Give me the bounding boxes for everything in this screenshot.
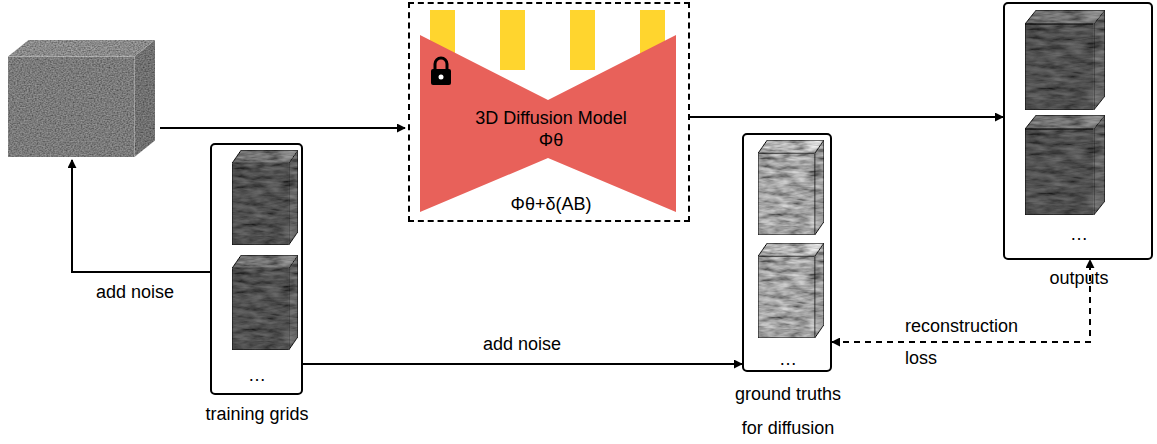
training-cube (232, 255, 298, 350)
input-arrow (160, 127, 405, 129)
yellow-bar (570, 10, 595, 70)
group-label: outputs (1049, 268, 1108, 288)
ground-truth-cube (758, 243, 824, 338)
output-cube (1025, 115, 1105, 215)
group-label: ground truths for diffusion (723, 377, 853, 444)
output-cube (1025, 10, 1105, 110)
ground-truth-cube (758, 140, 824, 235)
noise-cube (8, 40, 155, 157)
hourglass-network (420, 35, 676, 212)
ellipsis: … (248, 365, 266, 385)
model-box: 3D Diffusion ModelΦθΦθ+δ(AB) (408, 2, 690, 222)
model-symbol: Φθ+δ(AB) (511, 194, 592, 214)
connector-arrow (303, 363, 742, 365)
ellipsis: … (1070, 224, 1088, 244)
noise-arrow (72, 160, 210, 272)
grid-group-box: …ground truths for diffusion (742, 133, 832, 372)
arrow-label: add noise (96, 282, 174, 302)
training-cube (232, 150, 298, 245)
connector-arrow (690, 116, 1003, 118)
edge-label: add noise (483, 334, 561, 354)
model-symbol: Φθ (539, 130, 563, 150)
grid-group-box: …outputs (1003, 2, 1153, 260)
model-title: 3D Diffusion Model (475, 108, 627, 128)
ellipsis: … (779, 349, 797, 369)
grid-group-box: …training grids (210, 143, 303, 395)
group-label: training grids (205, 404, 308, 424)
edge-label: reconstruction loss (905, 310, 1055, 374)
lock-icon (431, 58, 451, 85)
yellow-bar (500, 10, 525, 70)
model-graphic (420, 10, 676, 212)
